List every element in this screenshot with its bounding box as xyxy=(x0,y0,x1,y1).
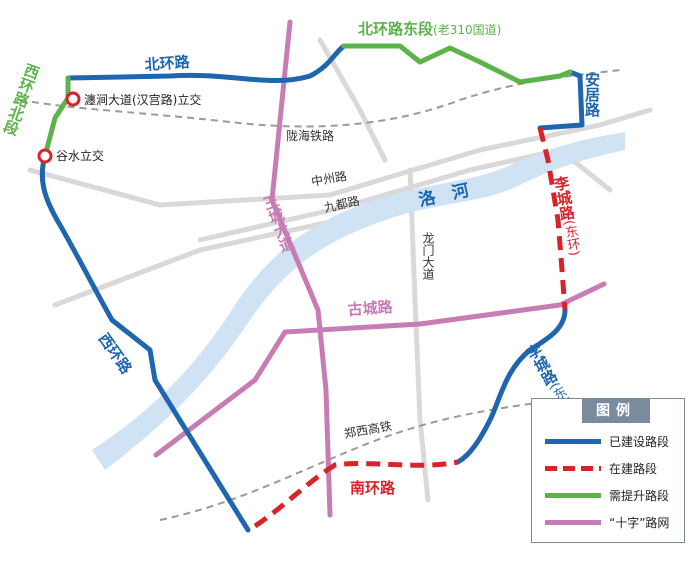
under-construction-roads xyxy=(253,127,568,529)
chanjian-interchange-marker xyxy=(65,91,81,107)
longmen-avenue-label: 龙门大道 xyxy=(421,232,435,280)
legend-label-built: 已建设路段 xyxy=(609,434,670,449)
legend-item-cross-network: “十字”路网 xyxy=(545,511,669,533)
west-ring-label: 西环路 xyxy=(95,330,136,378)
built-roads xyxy=(39,43,585,533)
licheng-road-note-1: (东环) xyxy=(560,219,582,257)
licheng-road-east-line xyxy=(455,307,568,465)
south-ring-road-construction-line xyxy=(253,459,459,529)
gucheng-road-label: 古城路 xyxy=(347,298,394,319)
luo-river xyxy=(92,132,625,470)
jiudu-road-line xyxy=(197,147,563,243)
legend-label-upgrade: 需提升路段 xyxy=(609,488,670,503)
legend-label-cross-network: “十字”路网 xyxy=(609,515,670,530)
legend-item-under-construction: 在建路段 xyxy=(545,457,657,479)
legend-swatch-cross-network xyxy=(545,519,601,525)
zhongzhou-road-label: 中州路 xyxy=(310,168,348,189)
legend-swatch-under-construction xyxy=(545,465,601,471)
north-ring-east-note: (老310国道) xyxy=(433,23,501,37)
west-ring-north-line xyxy=(42,75,71,159)
legend-item-upgrade: 需提升路段 xyxy=(545,484,669,506)
longmen-avenue-line xyxy=(407,167,431,503)
south-ring-label: 南环路 xyxy=(350,479,396,497)
cross-road-network xyxy=(153,19,607,518)
anju-road-label: 安居路 xyxy=(583,71,601,117)
gushui-interchange-marker xyxy=(37,148,53,164)
jiudu-road-label: 九都路 xyxy=(323,193,361,215)
zhongzhou-road-line xyxy=(27,107,653,208)
west-ring-road-line xyxy=(39,153,251,533)
legend-item-built: 已建设路段 xyxy=(545,430,669,452)
gushui-interchange-label: 谷水立交 xyxy=(56,148,104,163)
longhai-railway-label: 陇海铁路 xyxy=(286,128,334,143)
north-south-road-line xyxy=(317,37,388,163)
west-ring-north-label: 西环路北段 xyxy=(0,61,42,139)
legend-swatch-built xyxy=(545,438,601,444)
north-ring-east-label: 北环路东段(老310国道) xyxy=(358,20,501,38)
legend-swatch-upgrade xyxy=(545,492,601,498)
zhengxi-hsr-line xyxy=(159,399,561,521)
legend-title: 图例 xyxy=(582,399,650,423)
north-ring-road-line xyxy=(65,43,347,84)
licheng-road-construction-line xyxy=(537,127,568,311)
upgrade-roads xyxy=(42,43,573,159)
gucheng-road-line xyxy=(153,281,607,458)
legend-label-under-construction: 在建路段 xyxy=(609,461,658,476)
anju-road-line xyxy=(537,69,585,131)
chanjian-interchange-label: 瀍涧大道(汉宫路)立交 xyxy=(84,92,201,107)
wangcheng-avenue-line xyxy=(269,19,333,518)
north-ring-label: 北环路 xyxy=(144,53,191,74)
north-ring-east-line xyxy=(341,43,573,85)
